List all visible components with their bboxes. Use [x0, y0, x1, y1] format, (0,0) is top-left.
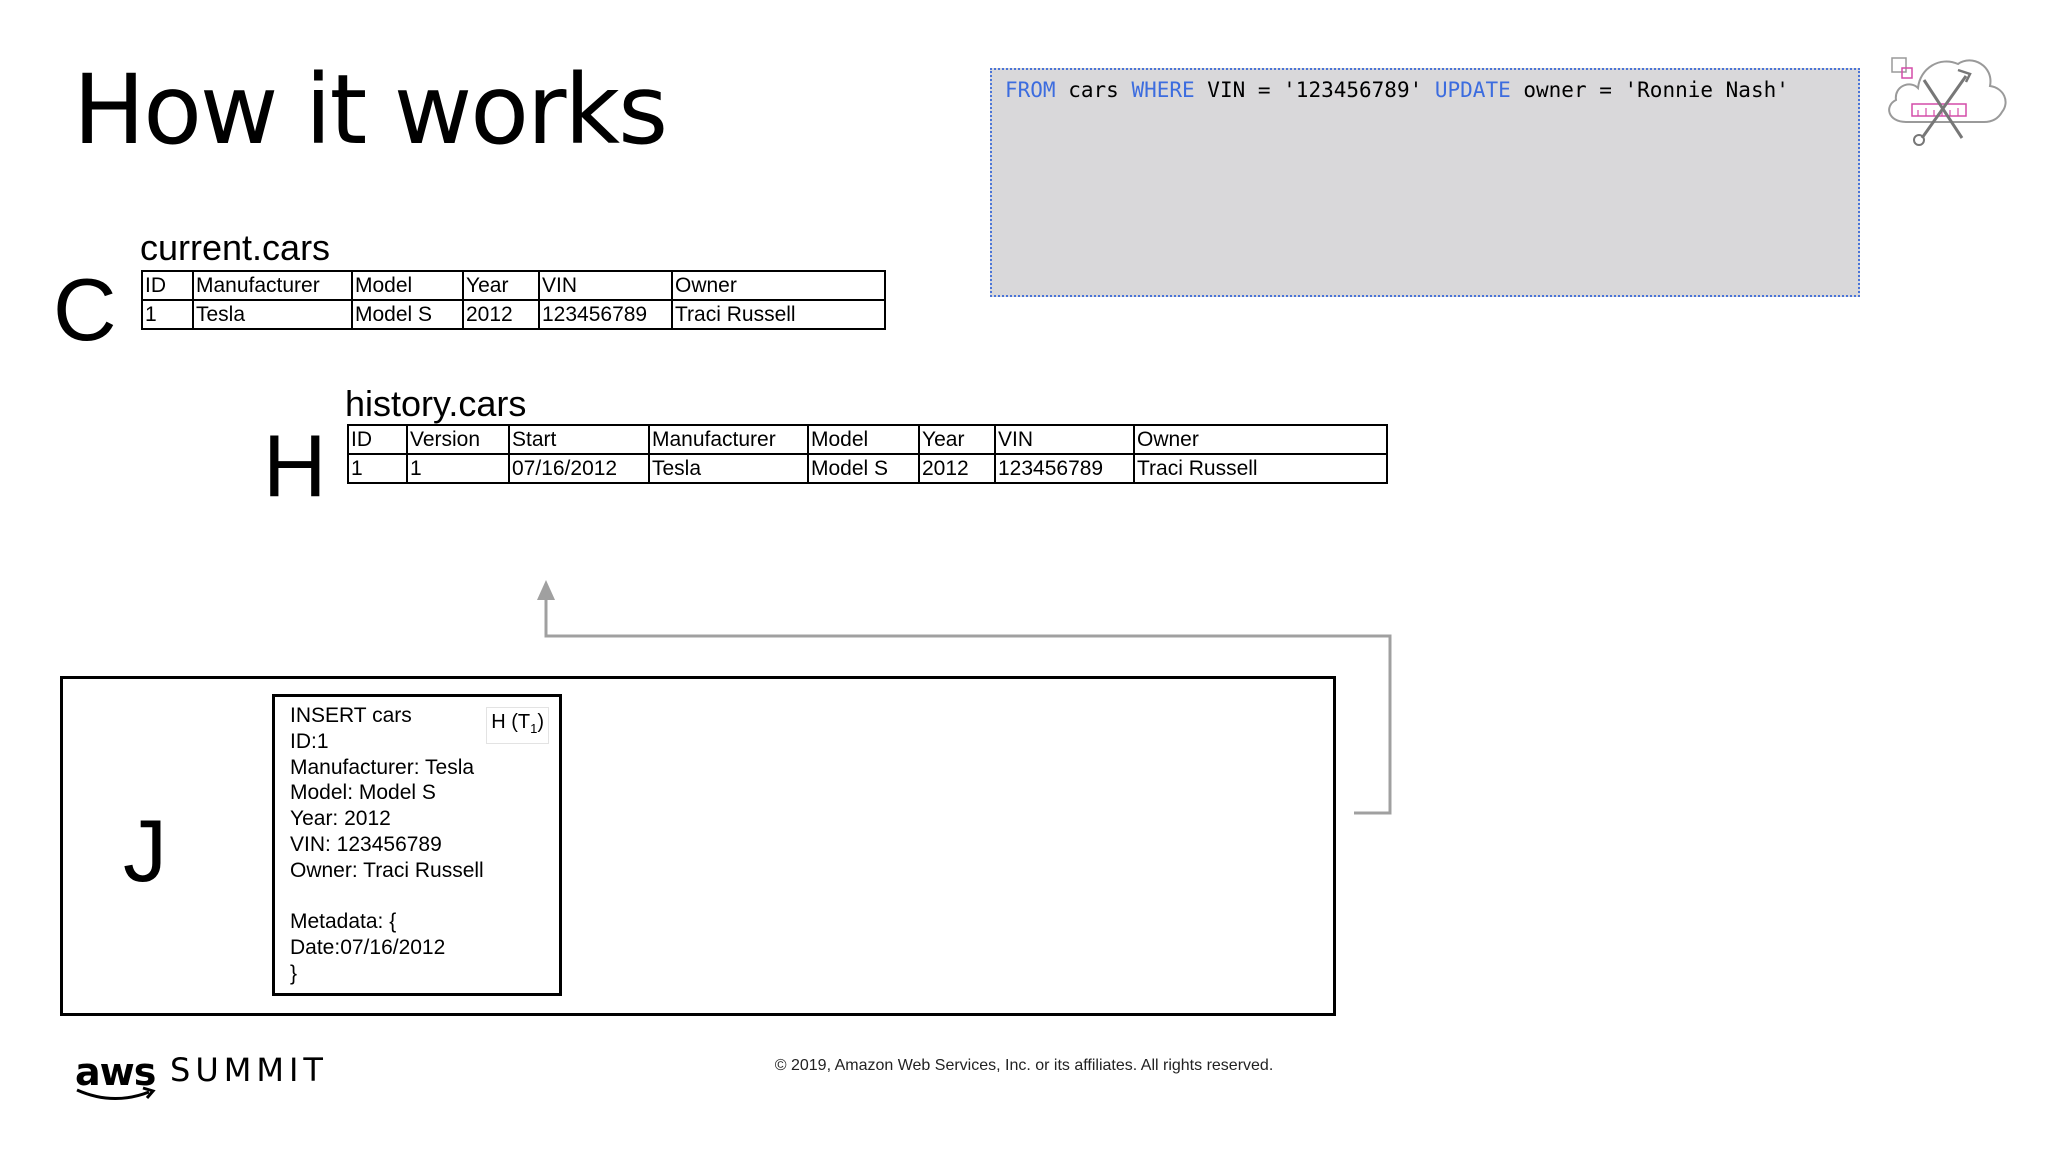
table-cell: Model S	[807, 453, 920, 484]
record-line: Manufacturer: Tesla	[290, 755, 475, 779]
record-version-tag: H (T1)	[486, 707, 549, 744]
aws-smile-icon	[76, 1086, 156, 1101]
column-header: Version	[406, 424, 510, 455]
query-text: VIN = '123456789'	[1194, 78, 1435, 102]
page-title: How it works	[73, 54, 668, 166]
table-cell: 2012	[462, 299, 540, 330]
record-line: Year: 2012	[290, 807, 391, 831]
record-line: VIN: 123456789	[290, 832, 442, 856]
column-header: VIN	[538, 270, 673, 301]
history-table-title: history.cars	[345, 383, 527, 424]
table-cell: Tesla	[192, 299, 353, 330]
cloud-tools-icon	[1888, 57, 2007, 146]
table-cell: 1	[406, 453, 510, 484]
summit-logo-text: SUMMIT	[170, 1051, 328, 1089]
record-line	[290, 884, 544, 910]
query-keyword: FROM	[1005, 78, 1056, 102]
query-keyword: WHERE	[1131, 78, 1195, 102]
journal-letter: J	[123, 801, 167, 900]
column-header: VIN	[994, 424, 1135, 455]
query-text: cars	[1055, 78, 1132, 102]
query-line: FROM cars WHERE VIN = '123456789' UPDATE…	[1005, 78, 1789, 102]
column-header: Manufacturer	[648, 424, 809, 455]
record-line: Model: Model S	[290, 781, 436, 805]
query-keyword: UPDATE	[1434, 78, 1511, 102]
current-letter: C	[53, 260, 117, 359]
column-header: ID	[141, 270, 194, 301]
table-cell: 1	[141, 299, 194, 330]
column-header: Year	[462, 270, 540, 301]
column-header: Owner	[671, 270, 886, 301]
column-header: Owner	[1133, 424, 1388, 455]
query-code-box: FROM cars WHERE VIN = '123456789' UPDATE…	[990, 68, 1860, 297]
aws-logo-text: aws	[75, 1050, 156, 1094]
table-cell: Tesla	[648, 453, 809, 484]
record-line: Date:07/16/2012	[290, 936, 446, 960]
table-cell: Traci Russell	[1133, 453, 1388, 484]
current-table-title: current.cars	[140, 227, 331, 268]
table-cell: 1	[347, 453, 408, 484]
record-line: INSERT cars	[290, 704, 412, 727]
table-cell: 123456789	[538, 299, 673, 330]
query-text: owner = 'Ronnie Nash'	[1510, 78, 1789, 102]
record-line: }	[290, 961, 298, 985]
column-header: Model	[807, 424, 920, 455]
column-header: ID	[347, 424, 408, 455]
record-line: Metadata: {	[290, 910, 397, 934]
aws-logo: aws	[75, 1052, 159, 1104]
record-line: Owner: Traci Russell	[290, 858, 484, 882]
journal-frame	[60, 676, 1336, 1016]
table-cell: 2012	[918, 453, 996, 484]
history-letter: H	[263, 416, 327, 515]
column-header: Year	[918, 424, 996, 455]
table-cell: 123456789	[994, 453, 1135, 484]
record-line: ID:1	[290, 729, 329, 753]
column-header: Start	[508, 424, 650, 455]
table-cell: 07/16/2012	[508, 453, 650, 484]
footer-copyright: © 2019, Amazon Web Services, Inc. or its…	[774, 1057, 1274, 1074]
table-cell: Traci Russell	[671, 299, 886, 330]
table-cell: Model S	[351, 299, 464, 330]
column-header: Manufacturer	[192, 270, 353, 301]
column-header: Model	[351, 270, 464, 301]
